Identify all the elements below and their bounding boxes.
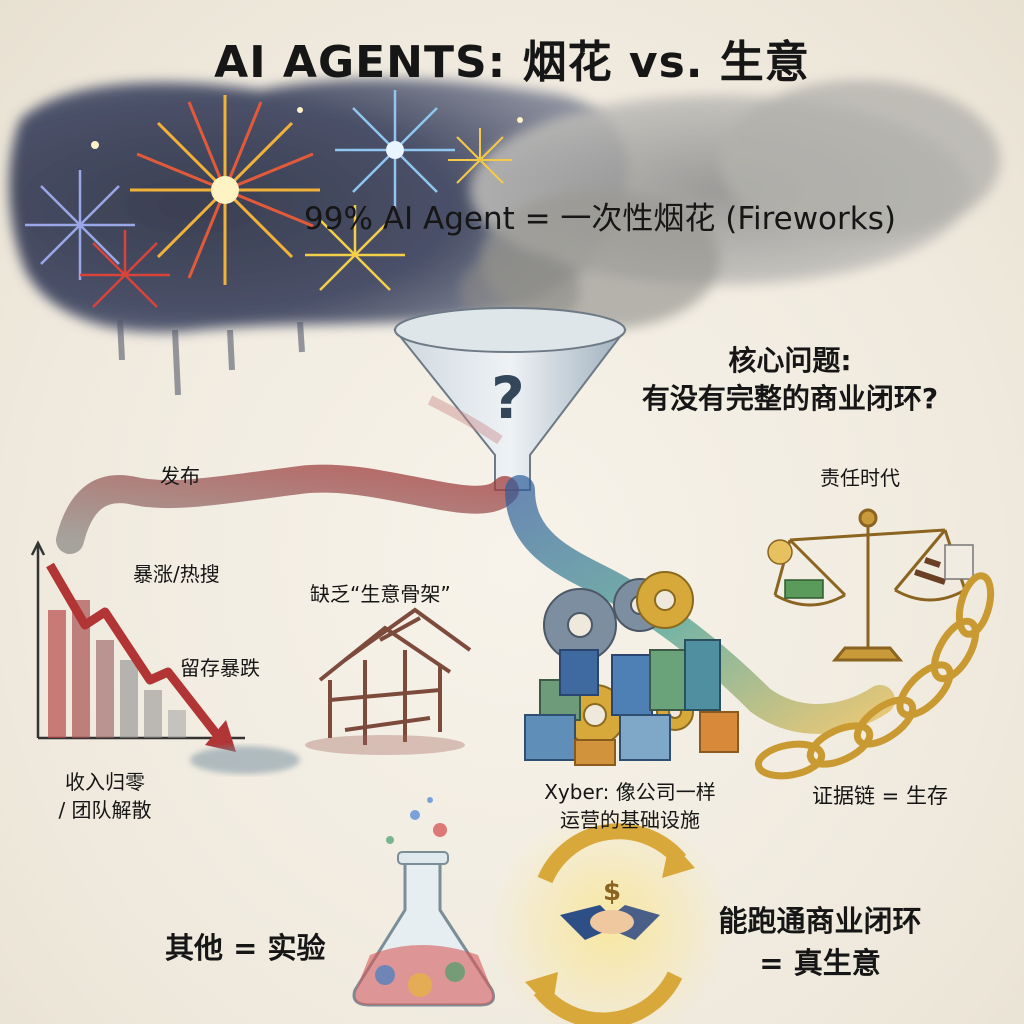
evidence-chain <box>754 572 995 780</box>
core-question-label: 核心问题: <box>728 344 852 377</box>
fireworks-statement: 99% AI Agent = 一次性烟花 (Fireworks) <box>304 201 896 237</box>
failure-stream <box>56 464 519 554</box>
xyber-line2: 运营的基础设施 <box>560 808 700 832</box>
decline-chart <box>30 540 300 774</box>
core-question-text: 有没有完整的商业闭环? <box>641 382 939 415</box>
fireworks <box>25 90 523 308</box>
revenue-zero-label: 收入归零 / 团队解散 <box>30 768 180 824</box>
smoke-cloud <box>460 80 1000 330</box>
experiment-flask-icon <box>352 797 495 1007</box>
retention-drop-label: 留存暴跌 <box>180 656 260 680</box>
svg-text:$: $ <box>603 877 621 907</box>
page-title: AI AGENTS: 烟花 vs. 生意 <box>214 37 810 88</box>
svg-text:?: ? <box>491 364 525 432</box>
launch-label: 发布 <box>160 464 200 488</box>
evidence-chain-label: 证据链 = 生存 <box>812 784 948 808</box>
broken-frame-skeleton <box>305 607 472 755</box>
others-experiment-label: 其他 = 实验 <box>165 931 326 965</box>
xyber-label: Xyber: 像公司一样 运营的基础设施 <box>515 778 745 834</box>
real-business-line1: 能跑通商业闭环 <box>718 904 922 938</box>
revenue-zero-line1: 收入归零 <box>65 770 145 794</box>
real-business-line2: = 真生意 <box>759 946 881 980</box>
revenue-zero-line2: / 团队解散 <box>58 798 152 822</box>
missing-skeleton-label: 缺乏“生意骨架” <box>310 582 451 606</box>
infrastructure-gears-blocks <box>524 571 739 766</box>
question-mark-icon: ? <box>491 364 525 432</box>
balance-scale-icon <box>767 508 974 662</box>
spike-label: 暴涨/热搜 <box>133 562 220 586</box>
business-loop-icon: $ <box>490 805 730 1024</box>
accountability-label: 责任时代 <box>820 466 900 490</box>
xyber-line1: Xyber: 像公司一样 <box>544 780 716 804</box>
real-business-label: 能跑通商业闭环 = 真生意 <box>695 900 945 984</box>
core-question: 核心问题: 有没有完整的商业闭环? <box>580 342 1000 418</box>
funnel <box>393 307 627 491</box>
